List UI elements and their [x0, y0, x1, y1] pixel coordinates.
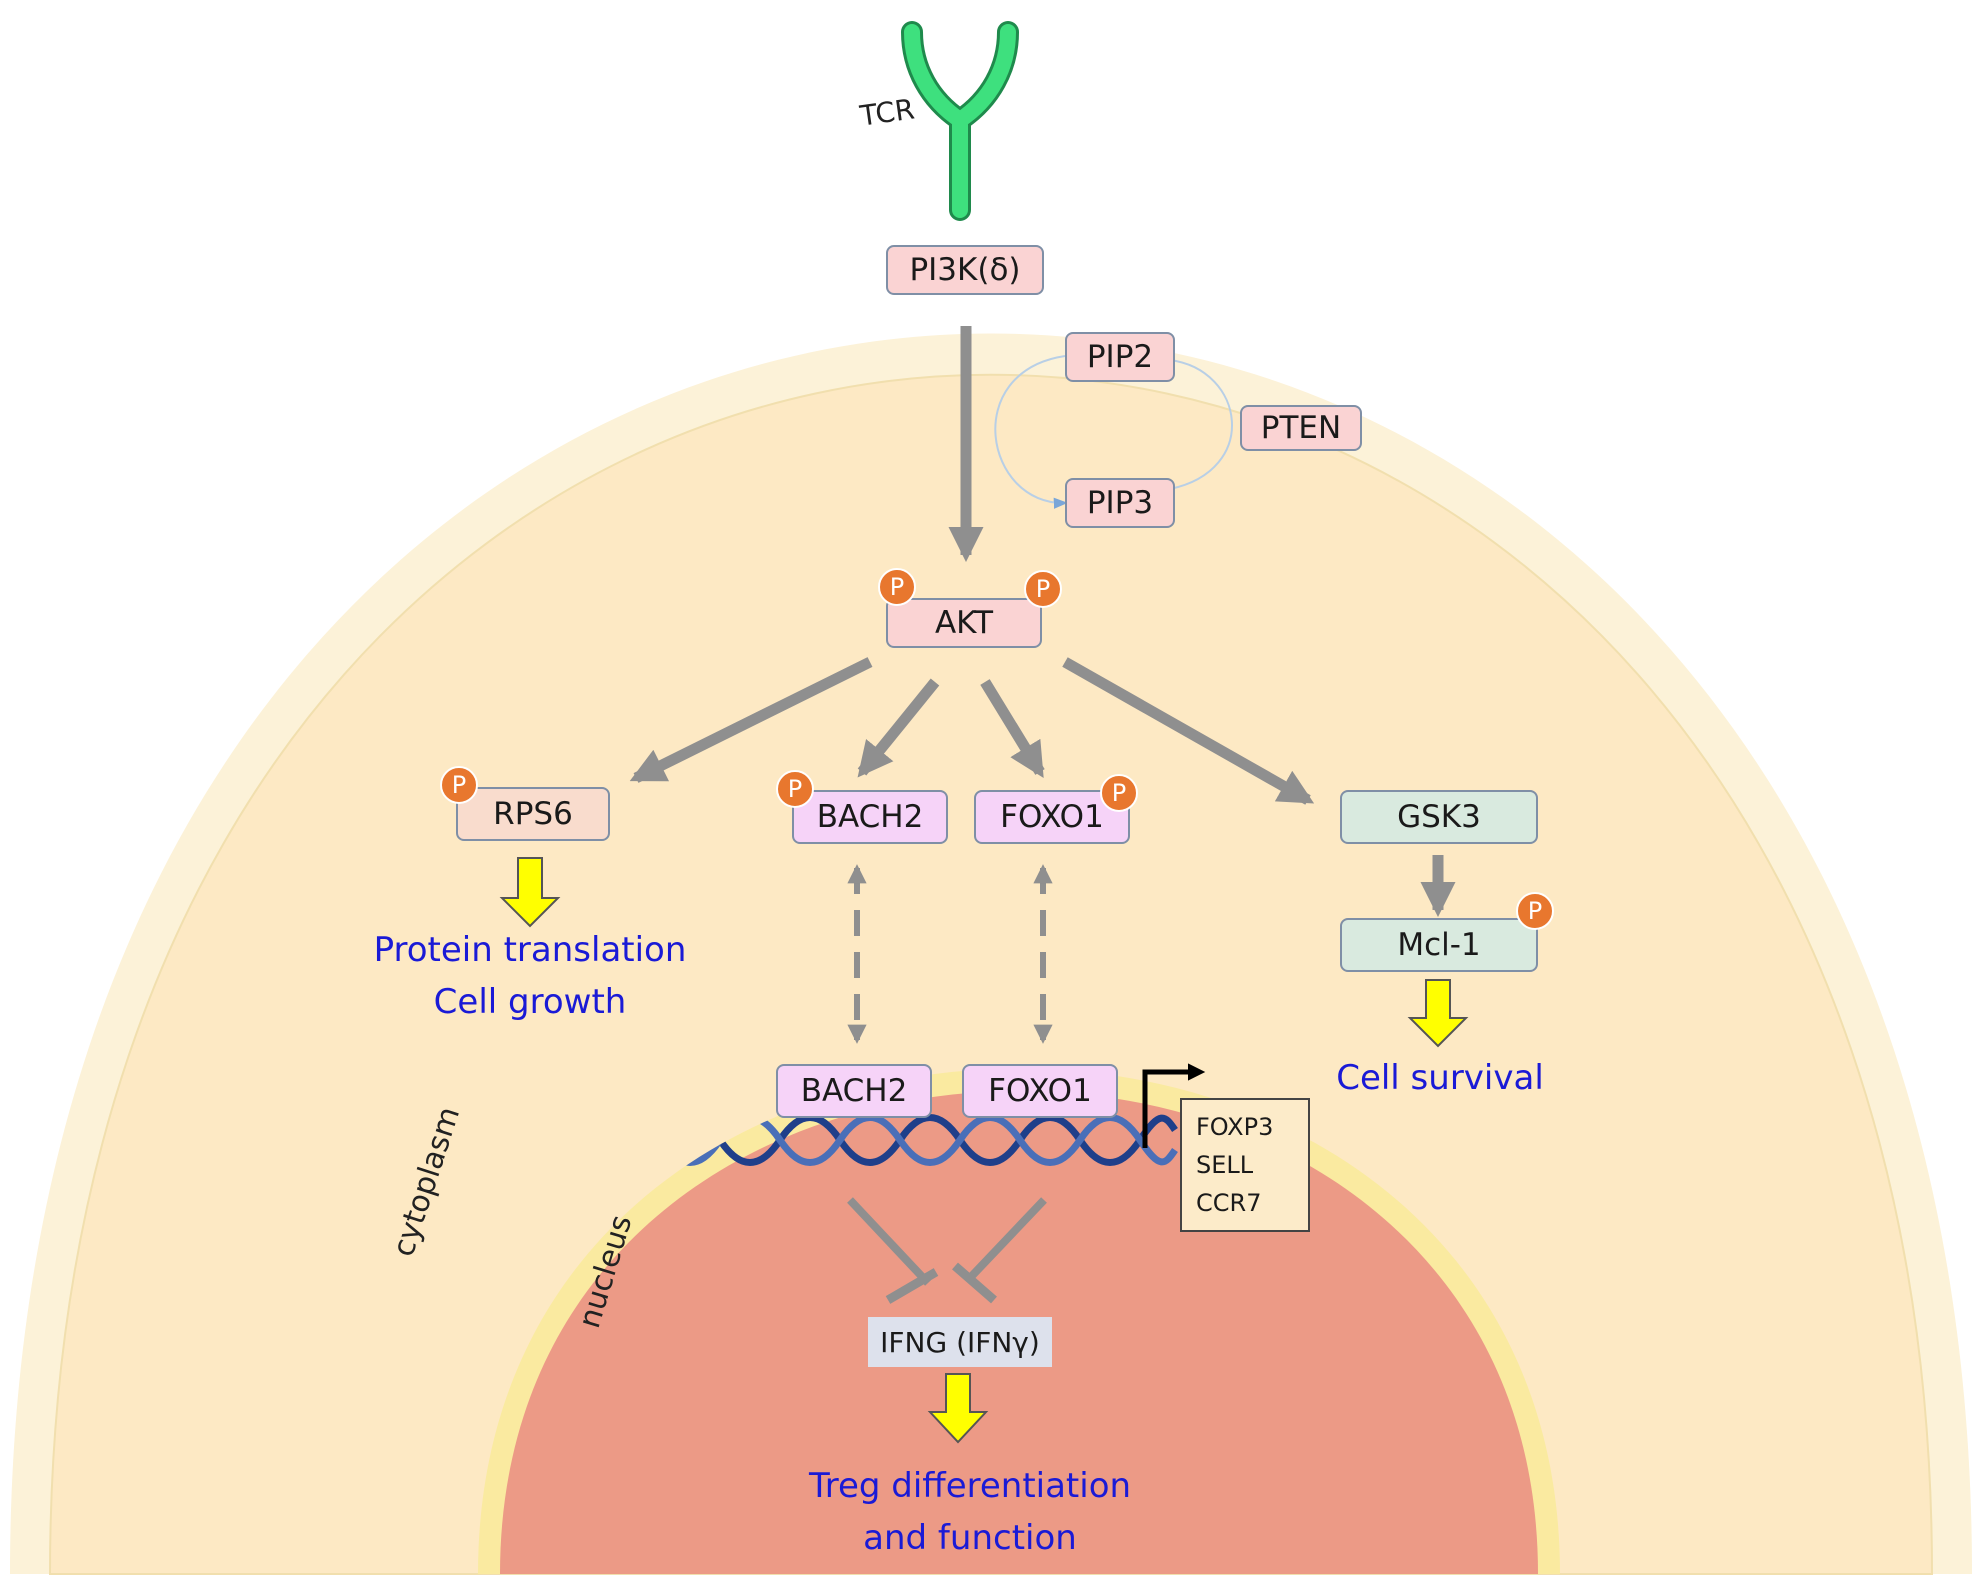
- transcription-start-arrow: [1142, 1063, 1206, 1148]
- akt-phospho-badge-left: P: [878, 568, 916, 606]
- arrow-akt-to-bach2: [857, 678, 940, 778]
- mcl1-phospho-badge: P: [1516, 892, 1554, 930]
- outcome-ifng-line-1: Treg differentiation: [808, 1466, 1132, 1506]
- pi3k-node: PI3K(δ): [886, 245, 1044, 295]
- outcome-rps6-line-2: Cell growth: [433, 982, 627, 1022]
- bach2-cytoplasm-node: BACH2: [792, 790, 948, 844]
- outcome-rps6: Protein translation Cell growth: [330, 924, 730, 1028]
- foxo1-nucleus-node: FOXO1: [962, 1064, 1118, 1118]
- arrow-akt-to-rps6: [629, 657, 873, 783]
- outcome-ifng: Treg differentiation and function: [760, 1460, 1180, 1564]
- outcome-ifng-line-2: and function: [863, 1518, 1077, 1558]
- arrow-akt-to-gsk3: [1062, 657, 1315, 805]
- arrow-akt-to-foxo1: [980, 679, 1045, 779]
- target-gene: CCR7: [1196, 1189, 1262, 1217]
- rps6-node: RPS6: [456, 787, 610, 841]
- pip3-node: PIP3: [1065, 478, 1175, 528]
- pip-cycle-arrow: [994, 355, 1068, 509]
- ifng-node: IFNG (IFNγ): [868, 1317, 1052, 1367]
- tcr-receptor: [901, 21, 1019, 221]
- inhibition-bach2-foxo1-on-ifng: [847, 1197, 1047, 1304]
- outcome-mcl1: Cell survival: [1290, 1052, 1590, 1104]
- bach2-nucleus-node: BACH2: [776, 1064, 932, 1118]
- target-genes-box: FOXP3 SELL CCR7: [1180, 1098, 1310, 1232]
- outcome-arrow-mcl1: [1407, 979, 1469, 1048]
- target-gene: FOXP3: [1196, 1113, 1274, 1141]
- gsk3-node: GSK3: [1340, 790, 1538, 844]
- rps6-phospho-badge: P: [440, 766, 478, 804]
- outcome-mcl1-line-1: Cell survival: [1336, 1058, 1544, 1098]
- outcome-rps6-line-1: Protein translation: [373, 930, 687, 970]
- outcome-arrow-rps6: [499, 857, 561, 928]
- akt-node: AKT: [886, 598, 1042, 648]
- akt-phospho-badge-right: P: [1024, 570, 1062, 608]
- outcome-arrow-ifng: [927, 1373, 989, 1444]
- bach2-phospho-badge: P: [776, 770, 814, 808]
- pten-node: PTEN: [1240, 405, 1362, 451]
- mcl1-node: Mcl-1: [1340, 918, 1538, 972]
- foxo1-phospho-badge: P: [1100, 774, 1138, 812]
- pip-cycle-return: [1169, 359, 1233, 490]
- pip2-node: PIP2: [1065, 332, 1175, 382]
- target-gene: SELL: [1196, 1151, 1254, 1179]
